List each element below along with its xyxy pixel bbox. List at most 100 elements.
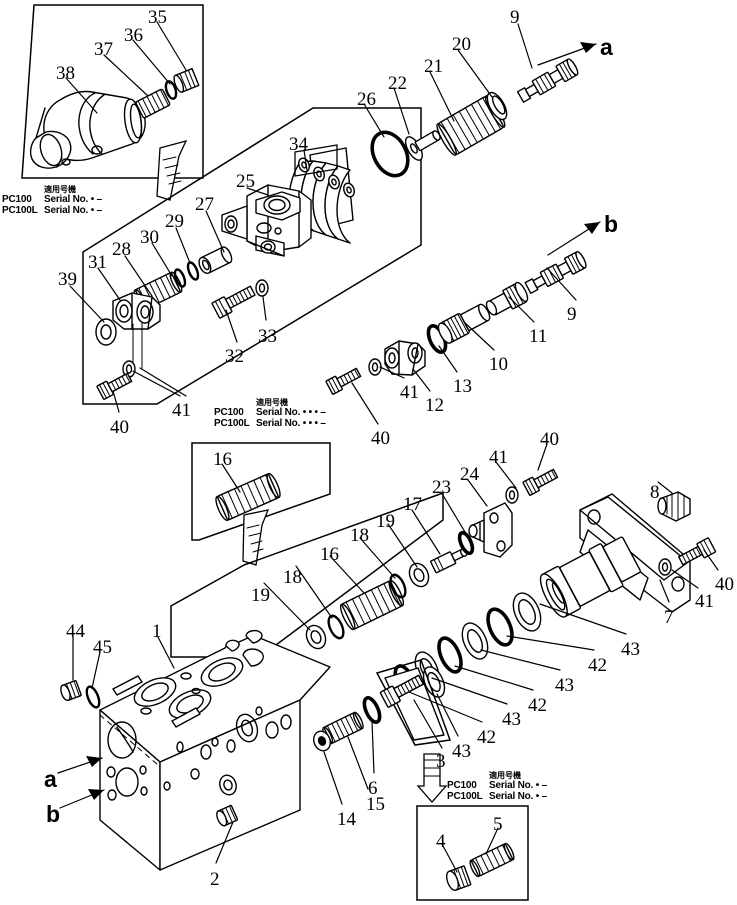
- part-37-spring: [135, 88, 171, 119]
- part-25-relief-housing: [221, 184, 312, 257]
- serial-note-model: PC100L: [214, 418, 250, 429]
- callout-number-42: 42: [477, 727, 496, 748]
- callout-number-37: 37: [94, 39, 113, 60]
- part-41-washer-check: [505, 486, 519, 504]
- callout-number-18: 18: [283, 567, 302, 588]
- callout-number-7: 7: [664, 607, 674, 628]
- leader-line-16-inset: [221, 463, 241, 493]
- callout-number-14: 14: [337, 809, 356, 830]
- part-6-oring: [362, 696, 382, 724]
- part-26-oring-a: [370, 130, 410, 178]
- callout-number-41: 41: [695, 591, 714, 612]
- leader-lines-plug45: [441, 827, 499, 873]
- serial-note-model: PC100: [214, 407, 244, 418]
- part-35-plug: [173, 67, 200, 93]
- part-14-plug: [312, 730, 332, 752]
- callout-number-16: 16: [213, 449, 232, 470]
- callout-number-26: 26: [357, 89, 376, 110]
- arrow-hatched-relief: [156, 140, 188, 201]
- leader-lines-plunger: [323, 481, 719, 805]
- part-40-bolt-relief: [96, 372, 133, 400]
- callout-number-11: 11: [529, 326, 548, 347]
- callout-number-40: 40: [371, 428, 390, 449]
- leader-lines-relief: [69, 149, 308, 413]
- callout-number-20: 20: [452, 34, 471, 55]
- callout-number-41: 41: [172, 400, 191, 421]
- arrow-flag-b-body: [59, 789, 105, 809]
- part-30-washer: [173, 268, 187, 288]
- callout-number-22: 22: [388, 73, 407, 94]
- callout-number-31: 31: [88, 252, 107, 273]
- arrow-hatched-check: [242, 509, 270, 566]
- part-32-bolt: [211, 285, 256, 319]
- callout-number-34: 34: [289, 134, 308, 155]
- callout-number-24: 24: [460, 464, 479, 485]
- serial-note-heading-jp: 適用号機: [256, 398, 288, 407]
- part-33-washer: [255, 279, 269, 297]
- callout-number-30: 30: [140, 227, 159, 248]
- part-24-flange: [468, 502, 513, 558]
- callout-number-4: 4: [436, 831, 446, 852]
- part-40-bolt-check: [522, 468, 559, 496]
- part-9-spool-b: [524, 251, 587, 294]
- callout-number-28: 28: [112, 239, 131, 260]
- callout-number-40: 40: [110, 417, 129, 438]
- part-40-bolt-b: [325, 367, 362, 395]
- part-42-seal-2: [437, 636, 463, 674]
- section-flag-b: b: [604, 211, 619, 237]
- part-41-washer-b: [368, 358, 382, 376]
- callout-number-43: 43: [555, 675, 574, 696]
- group-box-relief: [82, 107, 422, 405]
- leader-lines-body: [72, 636, 234, 864]
- arrow-flag-a: [537, 42, 597, 66]
- inset-box-cover: [21, 4, 204, 179]
- part-3-bolt: [379, 674, 425, 708]
- part-16-spring-inset: [215, 472, 281, 522]
- callout-number-2: 2: [210, 869, 220, 890]
- part-8-nut: [657, 491, 691, 522]
- serial-note-model: PC100: [447, 780, 477, 791]
- callout-number-42: 42: [528, 695, 547, 716]
- callout-number-40: 40: [715, 574, 734, 595]
- part-12-housing-b: [384, 340, 426, 376]
- callout-number-27: 27: [195, 194, 214, 215]
- part-16-spring-main: [339, 579, 405, 631]
- part-21-spring-a: [436, 95, 506, 156]
- callout-number-3: 3: [436, 751, 446, 772]
- part-7-spool-body: [539, 536, 641, 618]
- callout-number-36: 36: [124, 25, 143, 46]
- part-31-valve-body: [112, 292, 161, 371]
- serial-note-value: Serial No. • • • –: [256, 407, 326, 418]
- leader-lines-section-a: [363, 23, 533, 138]
- callout-number-35: 35: [148, 7, 167, 28]
- serial-note-value: Serial No. • –: [489, 791, 547, 802]
- arrow-flag-a-body: [57, 756, 103, 774]
- part-11-spool-b: [485, 281, 529, 316]
- serial-note-model: PC100L: [2, 205, 38, 216]
- part-19-washer-left: [305, 624, 327, 650]
- callout-number-38: 38: [56, 63, 75, 84]
- part-29-washer: [186, 261, 200, 281]
- serial-note-heading-jp: 適用号機: [489, 771, 521, 780]
- part-45-oring: [85, 685, 101, 709]
- serial-note-row: PC100 Serial No. • • • –: [214, 407, 326, 418]
- callout-number-19: 19: [251, 585, 270, 606]
- callout-number-8: 8: [650, 482, 660, 503]
- callout-number-13: 13: [453, 376, 472, 397]
- callout-number-18: 18: [350, 525, 369, 546]
- callout-number-33: 33: [258, 326, 277, 347]
- section-flag-a2: a: [44, 766, 57, 792]
- callout-number-32: 32: [225, 346, 244, 367]
- part-27-sleeve: [198, 246, 233, 275]
- part-1-valve-body: [99, 629, 331, 871]
- callout-number-17: 17: [403, 494, 422, 515]
- callout-number-43: 43: [621, 639, 640, 660]
- serial-note-model: PC100: [2, 194, 32, 205]
